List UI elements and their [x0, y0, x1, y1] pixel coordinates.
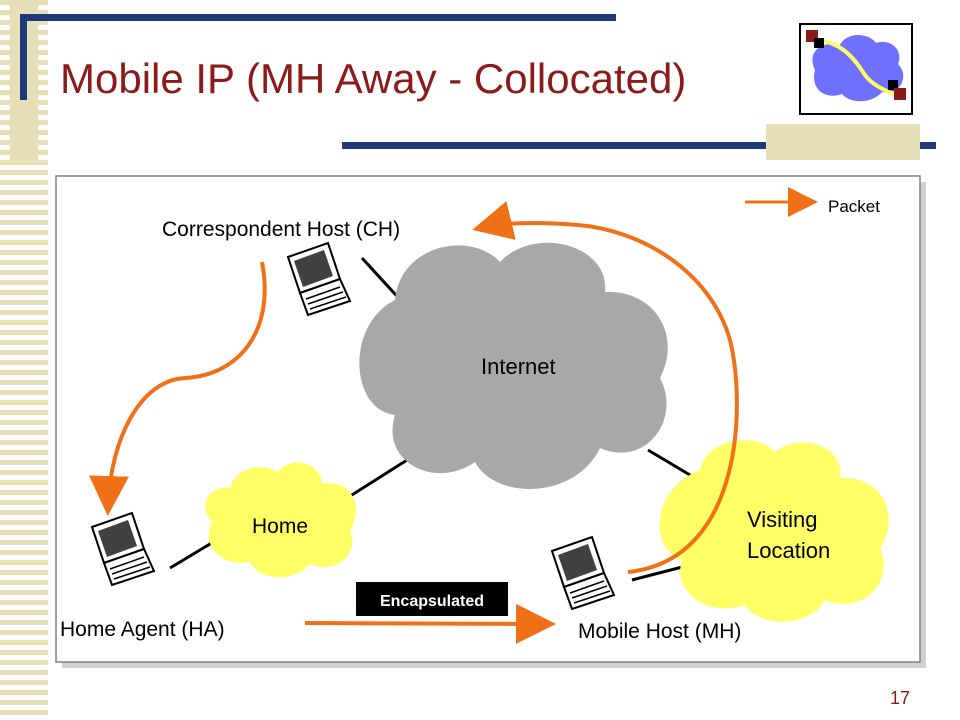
visiting-label-line2: Location — [747, 538, 830, 563]
packet-arrow-ha-to-mh — [304, 603, 556, 644]
internet-cloud — [359, 242, 668, 489]
home-label: Home — [252, 515, 308, 538]
mh-label: Mobile Host (MH) — [578, 620, 741, 643]
ha-label: Home Agent (HA) — [60, 618, 225, 641]
visiting-cloud — [659, 440, 889, 622]
encapsulated-badge — [356, 582, 508, 616]
ch-label: Correspondent Host (CH) — [162, 218, 400, 241]
visiting-label-line1: Visiting — [747, 507, 818, 532]
link-mh-visiting — [631, 563, 691, 582]
home-cloud — [205, 462, 356, 578]
encapsulated-label: Encapsulated — [380, 593, 484, 610]
legend-packet-label: Packet — [828, 197, 880, 216]
internet-label: Internet — [481, 354, 556, 379]
bottom-accent-line — [342, 142, 936, 149]
left-accent-line — [20, 14, 27, 100]
slide-title: Mobile IP (MH Away - Collocated) — [60, 55, 687, 102]
top-accent-line — [20, 14, 616, 21]
network-cloud-icon — [799, 23, 913, 115]
packet-arrow-ch-to-ha — [88, 261, 267, 516]
link-internet-visiting — [647, 448, 696, 480]
packet-arrow-mh-to-ch — [472, 201, 739, 574]
page-number: 17 — [889, 688, 910, 708]
